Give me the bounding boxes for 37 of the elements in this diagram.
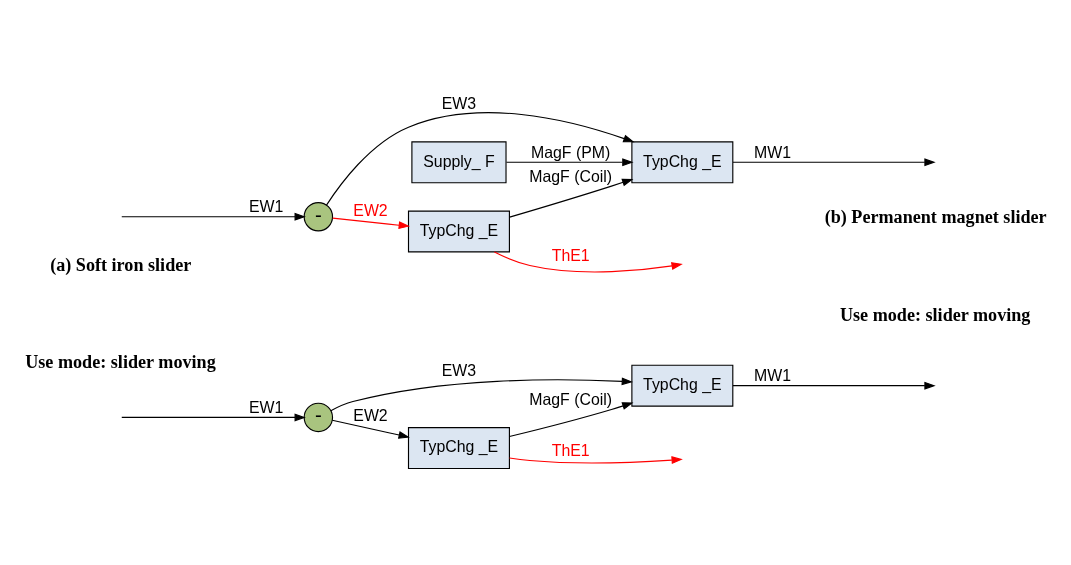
arrow: [508, 402, 634, 438]
arrow: [332, 217, 410, 230]
arrow: [505, 158, 634, 167]
label: (b) Permanent magnet slider: [824, 207, 1047, 228]
edge-label: EW3: [441, 95, 477, 113]
arrow: [509, 178, 634, 218]
arrow: [330, 377, 634, 412]
arrow: [732, 158, 936, 167]
arrow: [508, 456, 683, 465]
edge-label: ThE1: [551, 442, 590, 460]
edge-label: EW1: [249, 198, 284, 216]
edge-label: EW3: [441, 361, 477, 379]
arrow: [493, 251, 683, 273]
node-box: TypChg _E: [631, 364, 734, 407]
edge-label: MagF (Coil): [529, 391, 613, 409]
edge-label: EW2: [353, 407, 388, 425]
node-box: Supply_ F: [411, 141, 507, 184]
edge-label: ThE1: [551, 247, 590, 265]
arrow: [331, 419, 410, 439]
arrow: [121, 212, 306, 221]
node-box: TypChg _E: [407, 210, 510, 253]
node-box: TypChg _E: [631, 141, 734, 184]
edge-label: MW1: [753, 143, 791, 161]
label: (a) Soft iron slider: [50, 254, 192, 275]
arrow: [732, 381, 936, 390]
label: Use mode: slider moving: [839, 304, 1031, 325]
arrow: [121, 413, 306, 422]
label: Use mode: slider moving: [25, 352, 216, 373]
edge-label: EW1: [249, 399, 284, 417]
edge-label: MagF (Coil): [529, 167, 613, 185]
edge-label: EW2: [353, 201, 388, 219]
node-circle: -: [303, 202, 334, 232]
node-box: TypChg _E: [407, 427, 510, 470]
node-circle: -: [303, 402, 334, 433]
arrow: [325, 112, 635, 206]
edge-label: MagF (PM): [531, 143, 611, 161]
edge-label: MW1: [753, 367, 791, 385]
